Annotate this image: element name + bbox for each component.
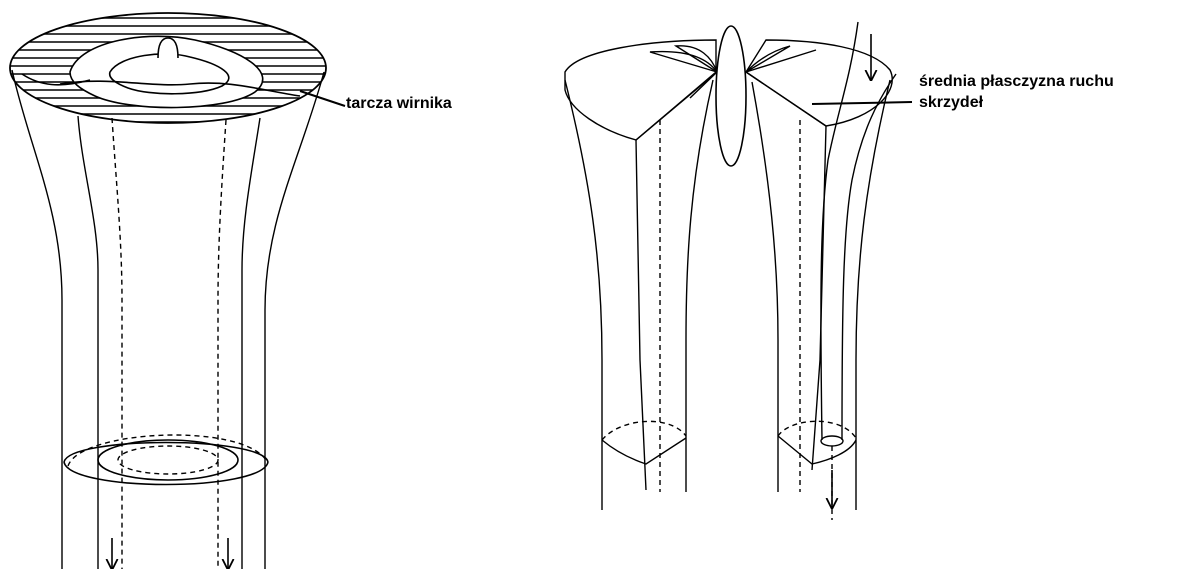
left-half-cut-edge — [636, 140, 646, 490]
inner-tube-left-line — [78, 116, 98, 569]
disk-wake-spiral — [22, 36, 300, 107]
left-half-outer-wall — [565, 80, 602, 510]
rotor-disk-leader-line — [300, 91, 345, 106]
blade-plane-ellipse — [716, 26, 746, 166]
bottom-annulus — [64, 440, 268, 485]
right-figure-split-tube — [565, 22, 912, 520]
left-figure-stream-tube — [0, 13, 345, 569]
inner-tube-right-line — [242, 118, 260, 569]
left-half-inner-wall — [686, 80, 713, 492]
mean-plane-label-line2: skrzydeł — [919, 94, 983, 112]
traced-streamtube-line-1 — [821, 22, 858, 440]
outer-tube-right-wall — [265, 72, 324, 569]
right-half-bottom — [778, 436, 856, 464]
right-half-cut-edge — [812, 126, 826, 470]
traced-streamtube-outlet — [821, 436, 843, 446]
left-half-top — [565, 40, 716, 140]
rotor-disk-label: tarcza wirnika — [346, 95, 452, 113]
rotor-disk — [0, 13, 340, 123]
traced-streamtube-line-2 — [842, 74, 896, 440]
mean-plane-label-line1: średnia płasczyzna ruchu — [919, 73, 1114, 91]
mean-plane-leader-line — [812, 102, 912, 104]
right-half-inner-wall — [752, 82, 778, 492]
outer-tube-left-wall — [12, 70, 62, 569]
